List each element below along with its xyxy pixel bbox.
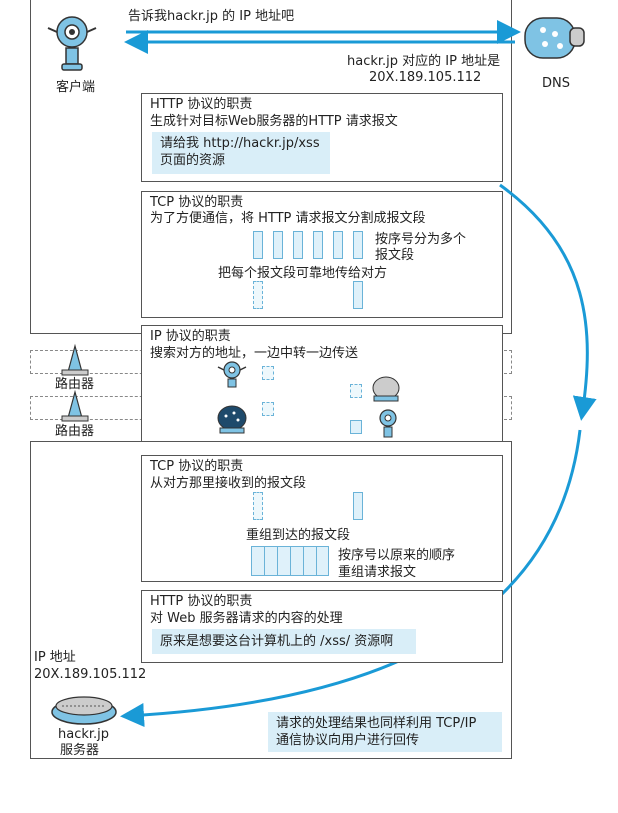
dns-reply-line1: hackr.jp 对应的 IP 地址是 <box>347 54 501 69</box>
reassembled-message <box>251 546 329 576</box>
http-client-title: HTTP 协议的职责 <box>150 97 253 112</box>
server-name-line2: 服务器 <box>60 743 100 758</box>
response-line2: 通信协议向用户进行回传 <box>276 733 420 748</box>
server-ip-label: IP 地址 <box>34 650 76 665</box>
http-request-line2: 页面的资源 <box>160 153 226 168</box>
tcp-reliable-text: 把每个报文段可靠地传给对方 <box>218 266 388 281</box>
server-ip-value: 20X.189.105.112 <box>34 667 147 682</box>
segment <box>273 231 283 259</box>
tcp-order-line1: 按序号以原来的顺序 <box>338 548 456 563</box>
server-name-line1: hackr.jp <box>58 727 110 742</box>
ip-title: IP 协议的职责 <box>150 329 231 344</box>
tcp-client-title: TCP 协议的职责 <box>150 195 244 210</box>
segment <box>333 231 343 259</box>
http-request-line1: 请给我 http://hackr.jp/xss <box>160 136 320 151</box>
tcp-order-line2: 重组请求报文 <box>338 565 417 580</box>
tcp-seq-line2: 报文段 <box>375 248 415 263</box>
http-request-message <box>152 132 330 174</box>
dns-reply-line2: 20X.189.105.112 <box>369 70 482 85</box>
ip-packet <box>262 366 274 380</box>
http-client-desc: 生成针对目标Web服务器的HTTP 请求报文 <box>150 114 398 129</box>
ip-box <box>141 325 503 442</box>
http-result-message <box>152 629 416 654</box>
segment-arrived <box>253 492 263 520</box>
router-label-2: 路由器 <box>55 424 95 439</box>
http-server-desc: 对 Web 服务器请求的内容的处理 <box>150 611 343 626</box>
router-label-1: 路由器 <box>55 377 95 392</box>
segment-sent <box>253 281 263 309</box>
response-line1: 请求的处理结果也同样利用 TCP/IP <box>276 716 477 731</box>
ip-desc: 搜索对方的地址，一边中转一边传送 <box>150 346 359 361</box>
client-label: 客户端 <box>56 80 96 95</box>
request-curve-arrow <box>499 183 597 421</box>
tcp-server-desc: 从对方那里接收到的报文段 <box>150 476 307 491</box>
tcp-seq-line1: 按序号分为多个 <box>375 232 467 247</box>
segment <box>313 231 323 259</box>
ip-packet <box>350 420 362 434</box>
ip-packet <box>262 402 274 416</box>
tcp-reassemble-text: 重组到达的报文段 <box>246 528 351 543</box>
dns-query-text: 告诉我hackr.jp 的 IP 地址吧 <box>128 9 295 24</box>
tcp-client-desc: 为了方便通信，将 HTTP 请求报文分割成报文段 <box>150 211 426 226</box>
http-server-title: HTTP 协议的职责 <box>150 594 253 609</box>
dns-label: DNS <box>542 76 570 91</box>
response-note <box>268 712 502 752</box>
http-result-text: 原来是想要这台计算机上的 /xss/ 资源啊 <box>160 634 394 649</box>
tcp-server-title: TCP 协议的职责 <box>150 459 244 474</box>
segment <box>293 231 303 259</box>
segment-received <box>353 281 363 309</box>
ip-packet <box>350 384 362 398</box>
segment <box>353 231 363 259</box>
segment-ack <box>353 492 363 520</box>
segment <box>253 231 263 259</box>
